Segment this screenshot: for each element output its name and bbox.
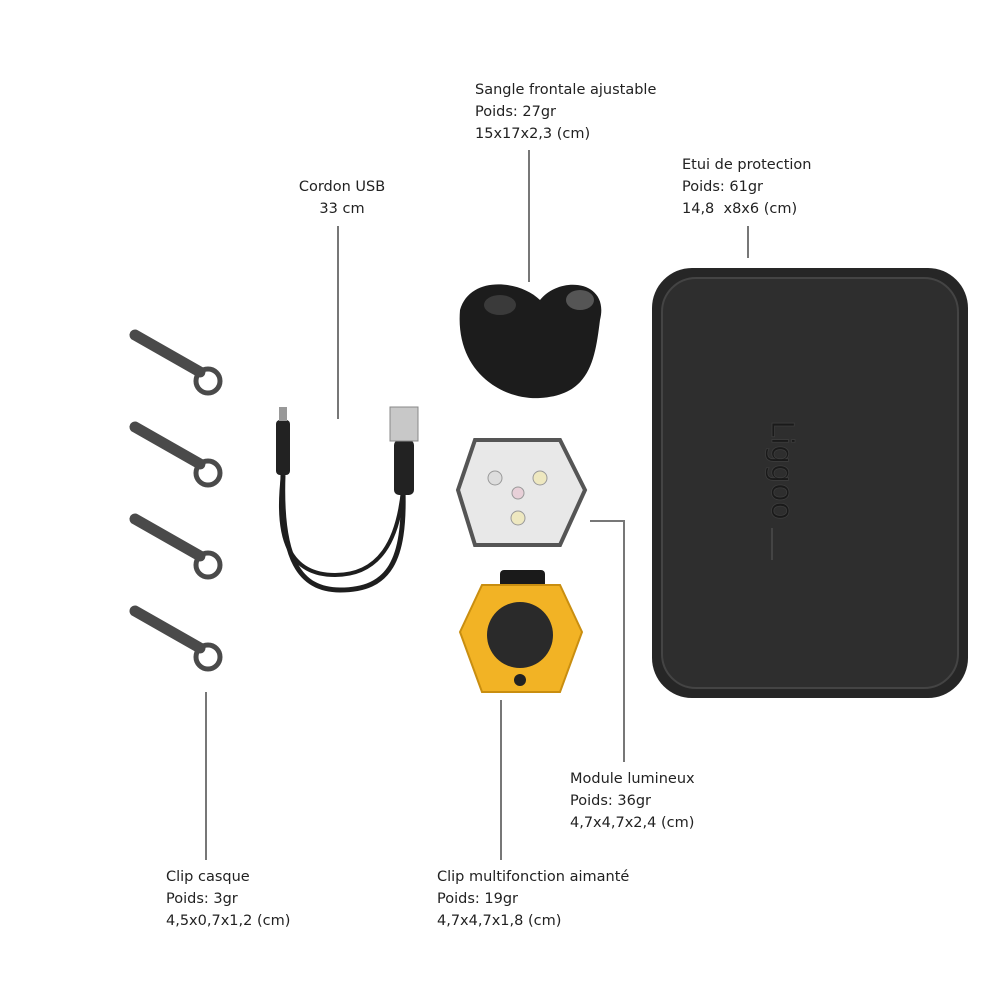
label-name: Cordon USB xyxy=(298,179,386,195)
leader-line-module-h xyxy=(590,520,624,522)
label-clip-multi: Clip multifonction aimanté Poids: 19gr 4… xyxy=(437,866,629,932)
helmet-clip xyxy=(129,329,223,396)
label-length: 33 cm xyxy=(319,201,365,217)
label-weight: Poids: 36gr xyxy=(570,793,651,809)
leader-line-cordon xyxy=(337,226,339,419)
label-weight: Poids: 19gr xyxy=(437,891,518,907)
label-cordon: Cordon USB 33 cm xyxy=(272,176,412,220)
helmet-clips xyxy=(129,329,223,672)
label-size: 4,7x4,7x2,4 (cm) xyxy=(570,815,695,831)
label-weight: Poids: 27gr xyxy=(475,104,556,120)
leader-line-etui xyxy=(747,226,749,258)
label-size: 4,7x4,7x1,8 (cm) xyxy=(437,913,562,929)
label-weight: Poids: 3gr xyxy=(166,891,238,907)
label-size: 4,5x0,7x1,2 (cm) xyxy=(166,913,291,929)
label-weight: Poids: 61gr xyxy=(682,179,763,195)
label-name: Clip casque xyxy=(166,869,250,885)
label-size: 14,8 x8x6 (cm) xyxy=(682,201,798,217)
light-module xyxy=(455,438,588,547)
label-module: Module lumineux Poids: 36gr 4,7x4,7x2,4 … xyxy=(570,768,695,834)
leader-line-clip-multi xyxy=(500,700,502,860)
label-size: 15x17x2,3 (cm) xyxy=(475,126,591,142)
label-sangle: Sangle frontale ajustable Poids: 27gr 15… xyxy=(475,79,656,145)
label-clip-casque: Clip casque Poids: 3gr 4,5x0,7x1,2 (cm) xyxy=(166,866,290,932)
label-name: Module lumineux xyxy=(570,771,695,787)
label-name: Etui de protection xyxy=(682,157,812,173)
label-name: Sangle frontale ajustable xyxy=(475,82,657,98)
head-strap xyxy=(459,284,602,399)
label-etui: Etui de protection Poids: 61gr 14,8 x8x6… xyxy=(682,154,811,220)
helmet-clip xyxy=(129,605,223,672)
leader-line-sangle xyxy=(528,150,530,282)
helmet-clip xyxy=(129,421,223,488)
magnetic-clip xyxy=(458,570,584,693)
label-name: Clip multifonction aimanté xyxy=(437,869,630,885)
leader-line-clip-casque xyxy=(205,692,207,860)
protective-case: Liggoo xyxy=(652,268,968,698)
case-logo: Liggoo xyxy=(764,420,799,520)
leader-line-module-v xyxy=(623,520,625,762)
helmet-clip xyxy=(129,513,223,580)
usb-cable xyxy=(276,406,419,593)
